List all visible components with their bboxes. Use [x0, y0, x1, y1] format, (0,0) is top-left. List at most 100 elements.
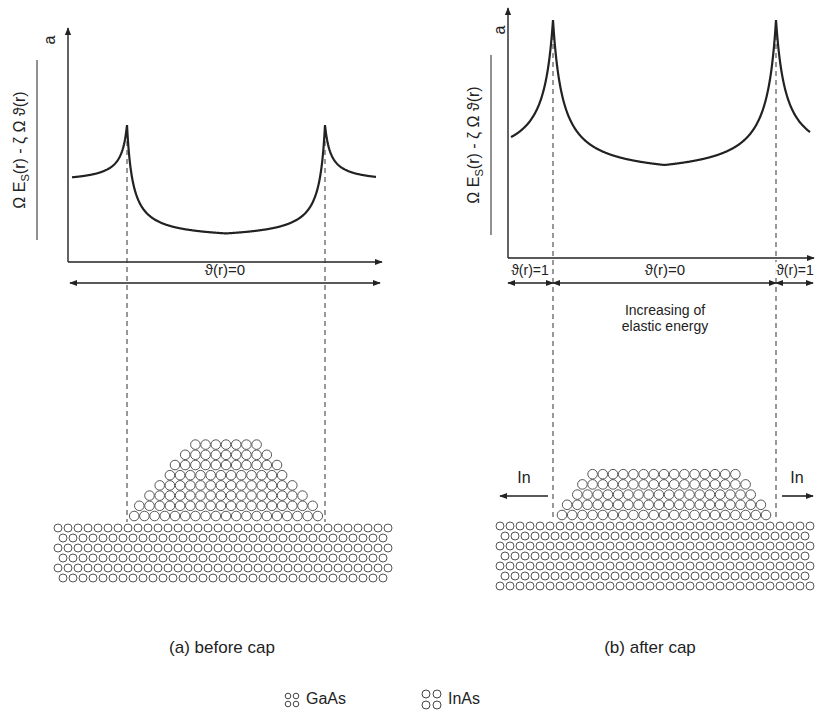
atom	[364, 524, 372, 532]
atom	[586, 562, 594, 570]
atom	[566, 542, 574, 550]
atom	[231, 450, 241, 460]
atom	[124, 544, 132, 552]
atom	[155, 501, 165, 511]
atom	[776, 542, 784, 550]
atom	[711, 532, 719, 540]
atom	[144, 544, 152, 552]
atom	[721, 552, 729, 560]
axis-label: a	[41, 36, 59, 45]
atom	[339, 534, 347, 542]
atom	[506, 582, 514, 590]
atom	[801, 572, 809, 580]
atom	[334, 544, 342, 552]
atom	[691, 572, 699, 580]
atom	[806, 542, 814, 550]
atom	[175, 470, 185, 480]
atom	[761, 510, 771, 520]
atom	[781, 552, 789, 560]
atom	[314, 544, 322, 552]
atom	[511, 532, 519, 540]
atom	[731, 469, 741, 479]
atom	[165, 501, 175, 511]
atom	[226, 481, 236, 491]
atom	[696, 582, 704, 590]
atom	[588, 469, 598, 479]
atom	[659, 480, 669, 490]
atom	[786, 542, 794, 550]
atom	[267, 481, 277, 491]
atom	[214, 544, 222, 552]
atom	[194, 564, 202, 572]
atom	[596, 542, 604, 550]
atom	[556, 542, 564, 550]
atom	[119, 534, 127, 542]
atom	[374, 544, 382, 552]
atom	[164, 564, 172, 572]
atom	[701, 572, 709, 580]
atom	[184, 544, 192, 552]
atom	[715, 490, 725, 500]
atom	[591, 532, 599, 540]
atom	[89, 554, 97, 562]
atom	[629, 510, 639, 520]
atom	[591, 552, 599, 560]
atom	[59, 534, 67, 542]
atom	[224, 564, 232, 572]
atom	[606, 522, 614, 530]
atom	[766, 522, 774, 530]
atom	[279, 554, 287, 562]
atom	[89, 574, 97, 582]
label-text: (b) after cap	[604, 638, 696, 657]
atom	[314, 564, 322, 572]
atom	[806, 562, 814, 570]
panel-caption: (b) after cap	[604, 638, 696, 658]
atom	[641, 532, 649, 540]
atom	[506, 562, 514, 570]
atom	[646, 522, 654, 530]
atom	[711, 552, 719, 560]
atom	[556, 522, 564, 530]
atom	[557, 510, 567, 520]
atom	[546, 562, 554, 570]
range-arrow	[508, 282, 553, 283]
atom	[64, 544, 72, 552]
range-arrow	[70, 282, 380, 283]
atom	[189, 554, 197, 562]
atom	[654, 500, 664, 510]
atom	[204, 544, 212, 552]
atom	[746, 542, 754, 550]
atom	[576, 562, 584, 570]
atom	[639, 469, 649, 479]
atom	[736, 500, 746, 510]
atom	[74, 564, 82, 572]
atom	[746, 562, 754, 570]
atom	[685, 490, 695, 500]
atom	[294, 544, 302, 552]
atom	[359, 534, 367, 542]
atom	[262, 450, 272, 460]
atom	[135, 501, 145, 511]
atom	[144, 524, 152, 532]
atom	[685, 500, 695, 510]
atom	[104, 564, 112, 572]
label-text: ϑ(r)=1	[775, 262, 815, 278]
atom	[496, 522, 504, 530]
atom	[700, 480, 710, 490]
atom	[191, 450, 201, 460]
atom	[272, 511, 282, 521]
atom	[124, 524, 132, 532]
atom	[221, 450, 231, 460]
atom	[618, 469, 628, 479]
atom	[751, 572, 759, 580]
atom	[521, 532, 529, 540]
atom	[781, 532, 789, 540]
atom	[129, 534, 137, 542]
atom	[234, 544, 242, 552]
atom	[675, 490, 685, 500]
atom	[254, 544, 262, 552]
atom	[695, 500, 705, 510]
atom	[641, 552, 649, 560]
atom	[618, 510, 628, 520]
